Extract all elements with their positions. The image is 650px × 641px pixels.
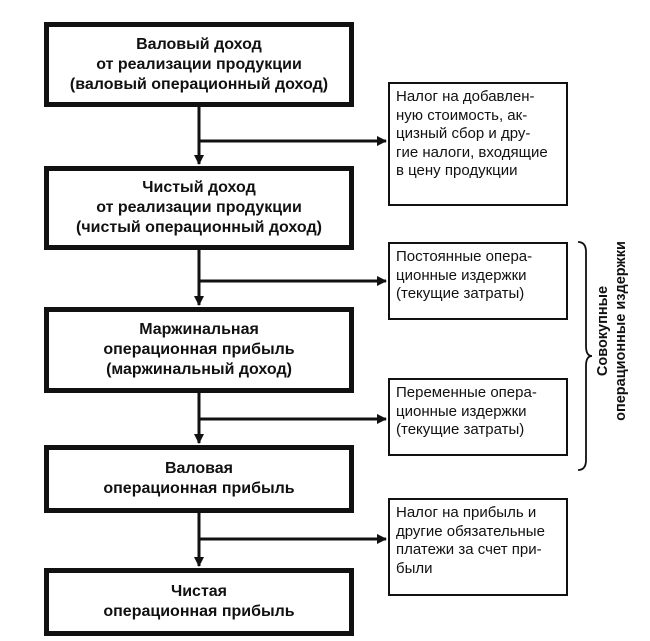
- box-profit-tax: Налог на прибыль и другие обязательные п…: [388, 498, 568, 596]
- text-line: Постоянные опера-: [396, 248, 533, 265]
- text-line: были: [396, 559, 433, 577]
- text-line: ную стоимость, ак-: [396, 106, 528, 124]
- box-net-revenue: Чистый доход от реализации продукции (чи…: [44, 166, 354, 250]
- text-line: другие обязательные: [396, 522, 545, 540]
- box-variable-costs: Переменные опера- ционные издержки (теку…: [388, 378, 568, 456]
- box-net-operating-profit: Чистая операционная прибыль: [44, 568, 354, 636]
- text-line: от реализации продукции: [96, 199, 302, 216]
- text-line: Совокупные: [595, 285, 611, 377]
- text-line: цизный сбор и дру-: [396, 125, 531, 142]
- text-line: операционные издержки: [613, 241, 629, 421]
- box-gross-revenue: Валовый доход от реализации продукции (в…: [44, 22, 354, 107]
- text-line: (маржинальный доход): [106, 361, 292, 378]
- text-line: (чистый операционный доход): [76, 219, 322, 236]
- text-line: (текущие затраты): [396, 285, 525, 302]
- text-line: операционная прибыль: [103, 341, 295, 358]
- text-line: Маржинальная: [139, 321, 259, 338]
- text-line: Налог на прибыль и: [396, 504, 537, 521]
- text-line: гие налоги, входящие: [396, 143, 548, 161]
- box-fixed-costs: Постоянные опера- ционные издержки (теку…: [388, 242, 568, 320]
- text-line: операционная прибыль: [103, 603, 295, 620]
- text-line: Чистый доход: [142, 179, 256, 196]
- bracket-total-costs: [577, 241, 593, 471]
- text-line: ционные издержки: [396, 402, 527, 420]
- text-line: Налог на добавлен-: [396, 88, 535, 105]
- bracket-label-total-costs: Совокупные операционные издержки: [594, 216, 630, 446]
- text-line: Валовая: [164, 460, 234, 477]
- box-vat-taxes: Налог на добавлен- ную стоимость, ак- ци…: [388, 82, 568, 206]
- text-line: в цену продукции: [396, 162, 518, 179]
- text-line: (текущие затраты): [396, 421, 525, 438]
- box-gross-operating-profit: Валовая операционная прибыль: [44, 445, 354, 513]
- text-line: платежи за счет при-: [396, 541, 542, 558]
- text-line: операционная прибыль: [103, 480, 295, 497]
- text-line: ционные издержки: [396, 266, 527, 284]
- text-line: от реализации продукции: [96, 55, 302, 73]
- text-line: Валовый доход: [136, 35, 262, 53]
- arrow-right-1: [197, 123, 387, 146]
- text-line: (валовый операционный доход): [69, 75, 329, 93]
- text-line: Переменные опера-: [396, 384, 537, 401]
- box-marginal-profit: Маржинальная операционная прибыль (маржи…: [44, 307, 354, 393]
- text-line: Чистая: [170, 583, 228, 600]
